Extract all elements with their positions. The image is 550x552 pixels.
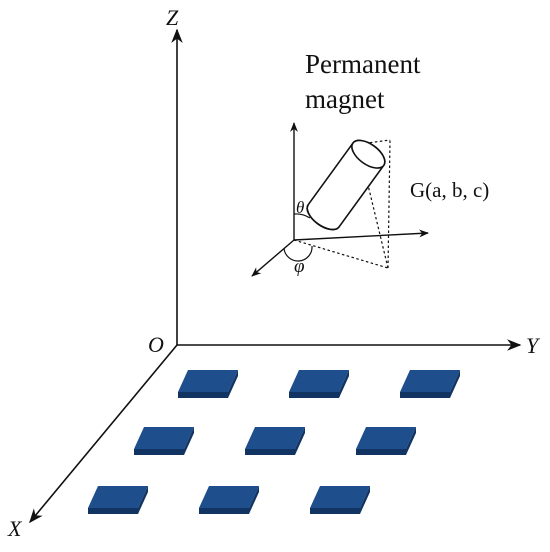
sensor-pad-face [199, 486, 259, 508]
sensor-pad-face [249, 486, 259, 514]
sensor-pad [199, 486, 259, 514]
sensor-pad-face [400, 392, 450, 398]
sensor-pad-face [88, 508, 138, 514]
sensor-pad [178, 370, 238, 398]
magnet-title-line1: Permanent [305, 49, 421, 79]
sensor-pad-face [356, 449, 406, 455]
sensor-pad-face [199, 508, 249, 514]
sensor-pad-face [339, 370, 349, 398]
sensor-pad-face [178, 392, 228, 398]
sensor-pad-face [134, 449, 184, 455]
sensor-pad [356, 427, 416, 455]
sensor-pad-face [184, 427, 194, 455]
sensor-pad-face [138, 486, 148, 514]
sensor-pad-face [360, 486, 370, 514]
sensor-pad-face [178, 370, 238, 392]
phi-arc [283, 245, 313, 262]
sensor-pad-face [228, 370, 238, 398]
sensor-pad-face [245, 427, 305, 449]
phi-label: φ [294, 256, 305, 277]
sensor-pad-face [450, 370, 460, 398]
theta-arc [293, 213, 311, 219]
sensor-pad-face [295, 427, 305, 455]
sensor-pad-face [406, 427, 416, 455]
x-axis [29, 344, 178, 524]
z-axis-label: Z [166, 5, 179, 30]
sensor-pad [289, 370, 349, 398]
sensor-pad-face [310, 508, 360, 514]
permanent-magnet-icon [306, 139, 386, 231]
sensor-pad [88, 486, 148, 514]
sensor-pad-face [134, 427, 194, 449]
sensor-pad [134, 427, 194, 455]
sensor-pad-face [400, 370, 460, 392]
local-y-axis [293, 229, 429, 241]
sensor-pad [245, 427, 305, 455]
sensor-array [88, 370, 460, 514]
sensor-pad-face [310, 486, 370, 508]
origin-label: O [148, 332, 164, 357]
sensor-pad-face [289, 392, 339, 398]
x-axis-label: X [7, 516, 23, 541]
sensor-pad-face [289, 370, 349, 392]
y-axis-label: Y [526, 333, 541, 358]
sensor-pad-face [245, 449, 295, 455]
point-g-label: G(a, b, c) [410, 178, 489, 202]
sensor-pad [400, 370, 460, 398]
sensor-pad [310, 486, 370, 514]
magnet-title-line2: magnet [305, 84, 385, 114]
sensor-pad-face [356, 427, 416, 449]
sensor-pad-face [88, 486, 148, 508]
theta-label: θ [296, 198, 304, 217]
local-x-axis [251, 239, 295, 277]
